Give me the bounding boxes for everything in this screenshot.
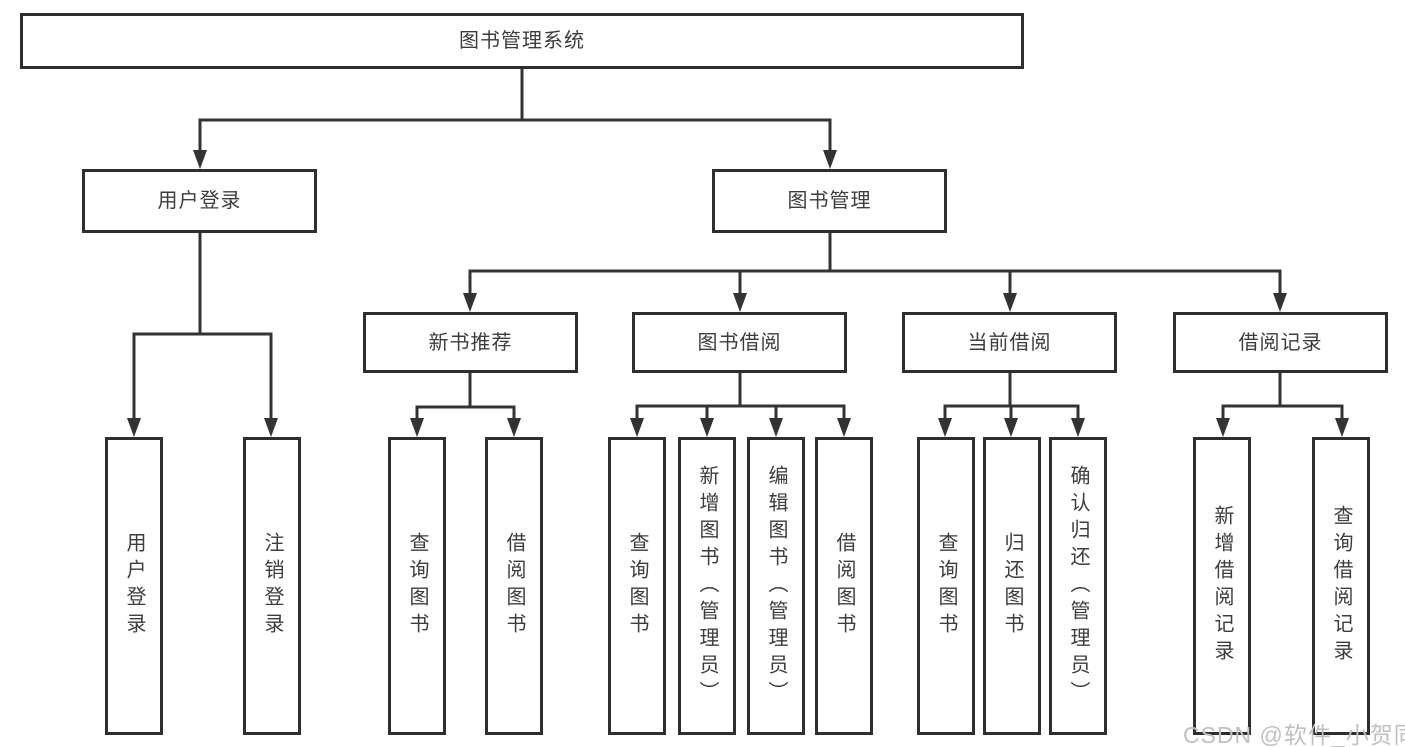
node-current-borrow: 当前借阅: [902, 312, 1117, 373]
leaf-confirm-return-admin: 确认归还（管理员）: [1049, 437, 1107, 735]
node-book-borrow: 图书借阅: [632, 312, 847, 373]
node-book-management: 图书管理: [712, 169, 947, 233]
node-user-login: 用户登录: [82, 169, 317, 233]
leaf-add-borrow-record: 新增借阅记录: [1193, 437, 1251, 735]
leaf-borrow-books-recommend: 借阅图书: [485, 437, 543, 735]
leaf-borrow-books: 借阅图书: [815, 437, 873, 735]
node-borrow-records: 借阅记录: [1173, 312, 1388, 373]
leaf-user-login: 用户登录: [105, 437, 163, 735]
leaf-add-books-admin: 新增图书（管理员）: [678, 437, 736, 735]
leaf-logout: 注销登录: [243, 437, 301, 735]
node-root: 图书管理系统: [20, 13, 1024, 69]
leaf-query-books-borrow: 查询图书: [608, 437, 666, 735]
node-new-book-recommend: 新书推荐: [363, 312, 578, 373]
leaf-return-books: 归还图书: [983, 437, 1041, 735]
leaf-query-books-recommend: 查询图书: [388, 437, 446, 735]
leaf-query-books-current: 查询图书: [917, 437, 975, 735]
csdn-watermark: CSDN @软件_小贺同学: [1183, 722, 1405, 747]
leaf-edit-books-admin: 编辑图书（管理员）: [747, 437, 805, 735]
leaf-query-borrow-record: 查询借阅记录: [1312, 437, 1370, 735]
arrowheads: [127, 150, 1349, 437]
